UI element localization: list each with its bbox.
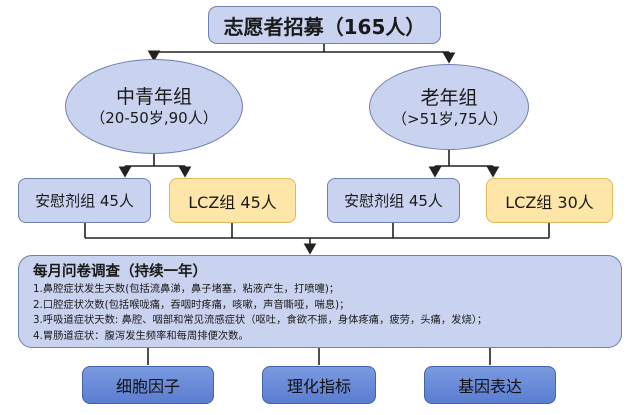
group-young-ellipse: 中青年组 （20-50岁,90人） (65, 59, 243, 154)
title-box: 志愿者招募（165人） (208, 6, 441, 44)
group-young-detail: （20-50岁,90人） (90, 109, 218, 127)
subgroup-old-lcz: LCZ组 30人 (486, 178, 613, 223)
group-old-detail: （>51岁,75人） (392, 109, 508, 128)
survey-item-oral: 2.口腔症状次数(包括喉咙痛，吞咽时疼痛，咳嗽，声音嘶哑，喘息)； (33, 298, 350, 311)
outcome-biochem: 理化指标 (262, 366, 376, 404)
subgroup-old-placebo: 安慰剂组 45人 (327, 178, 460, 223)
survey-item-respiratory: 3.呼吸道症状天数: 鼻腔、咽部和常见流感症状（呕吐，食欲不振，身体疼痛，疲劳，… (33, 314, 488, 326)
outcome-label: 基因表达 (457, 377, 522, 396)
subgroup-label: 安慰剂组 45人 (35, 192, 134, 210)
survey-item-nasal: 1.鼻腔症状发生天数(包括流鼻涕，鼻子堵塞，粘液产生，打喷嚏)； (33, 283, 340, 295)
subgroup-young-placebo: 安慰剂组 45人 (18, 178, 151, 223)
survey-title: 每月问卷调查（持续一年） (33, 264, 207, 280)
subgroup-label: 安慰剂组 45人 (344, 192, 443, 210)
subgroup-label: LCZ组 45人 (188, 192, 277, 212)
outcome-label: 细胞因子 (115, 377, 180, 396)
group-old-name: 老年组 (420, 86, 478, 109)
group-young-name: 中青年组 (115, 86, 192, 108)
subgroup-young-lcz: LCZ组 45人 (169, 178, 296, 223)
survey-item-gastro: 4.胃肠道症状：腹泻发生频率和每周排便次数。 (33, 329, 249, 342)
outcome-label: 理化指标 (286, 377, 351, 396)
subgroup-label: LCZ组 30人 (505, 192, 594, 212)
outcome-gene-expression: 基因表达 (424, 366, 556, 404)
title-text: 志愿者招募（165人） (223, 14, 426, 39)
survey-box: 每月问卷调查（持续一年） 1.鼻腔症状发生天数(包括流鼻涕，鼻子堵塞，粘液产生，… (18, 255, 622, 348)
outcome-cytokines: 细胞因子 (82, 366, 214, 404)
group-old-ellipse: 老年组 （>51岁,75人） (369, 64, 529, 150)
